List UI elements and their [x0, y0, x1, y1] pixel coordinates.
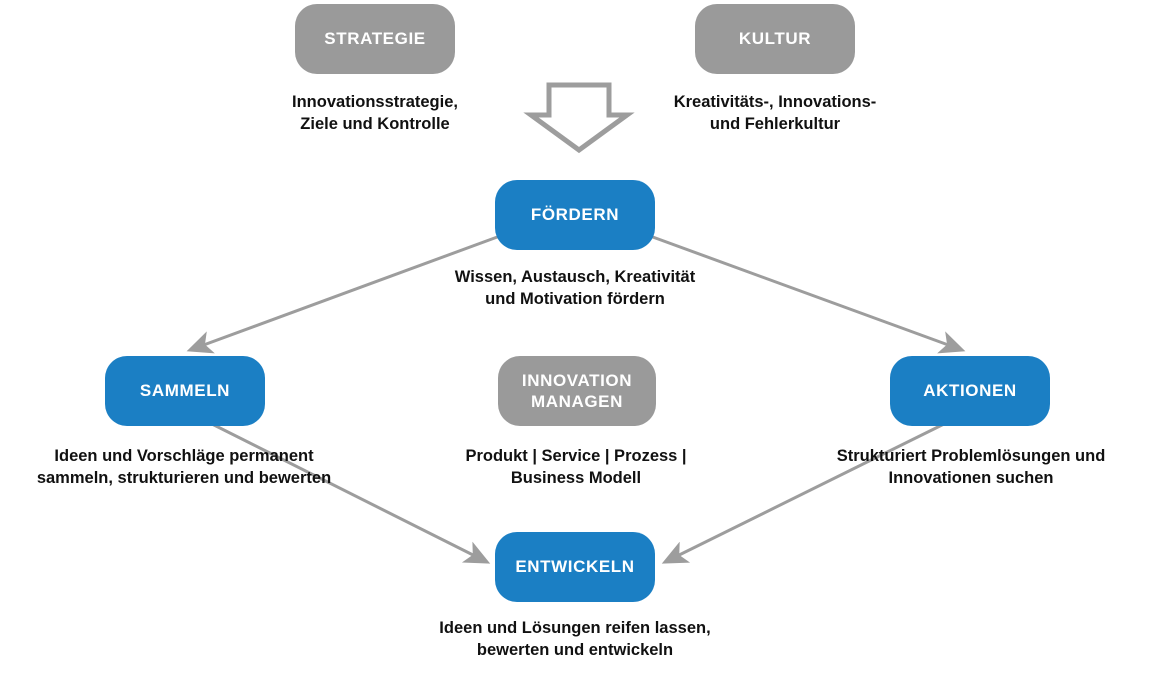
- node-innovation-managen[interactable]: INNOVATION MANAGEN: [498, 356, 656, 426]
- caption-sammeln: Ideen und Vorschläge permanent sammeln, …: [36, 447, 332, 487]
- caption-kultur: Kreativitäts-, Innovations- und Fehlerku…: [673, 93, 877, 133]
- caption-strategie: Innovationsstrategie, Ziele und Kontroll…: [292, 93, 458, 133]
- edge-aktionen-entwickeln: [661, 422, 945, 564]
- block-arrow-down-icon: [523, 82, 635, 154]
- node-kultur[interactable]: KULTUR: [695, 4, 855, 74]
- caption-aktionen: Strukturiert Problemlösungen und Innovat…: [836, 447, 1106, 487]
- node-entwickeln[interactable]: ENTWICKELN: [495, 532, 655, 602]
- node-aktionen[interactable]: AKTIONEN: [890, 356, 1050, 426]
- node-foerdern[interactable]: FÖRDERN: [495, 180, 655, 250]
- caption-foerdern: Wissen, Austausch, Kreativität und Motiv…: [454, 268, 696, 308]
- edge-sammeln-entwickeln: [211, 422, 491, 564]
- node-strategie[interactable]: STRATEGIE: [295, 4, 455, 74]
- node-sammeln[interactable]: SAMMELN: [105, 356, 265, 426]
- caption-innovation-managen: Produkt | Service | Prozess | Business M…: [465, 447, 687, 487]
- caption-entwickeln: Ideen und Lösungen reifen lassen, bewert…: [439, 619, 711, 659]
